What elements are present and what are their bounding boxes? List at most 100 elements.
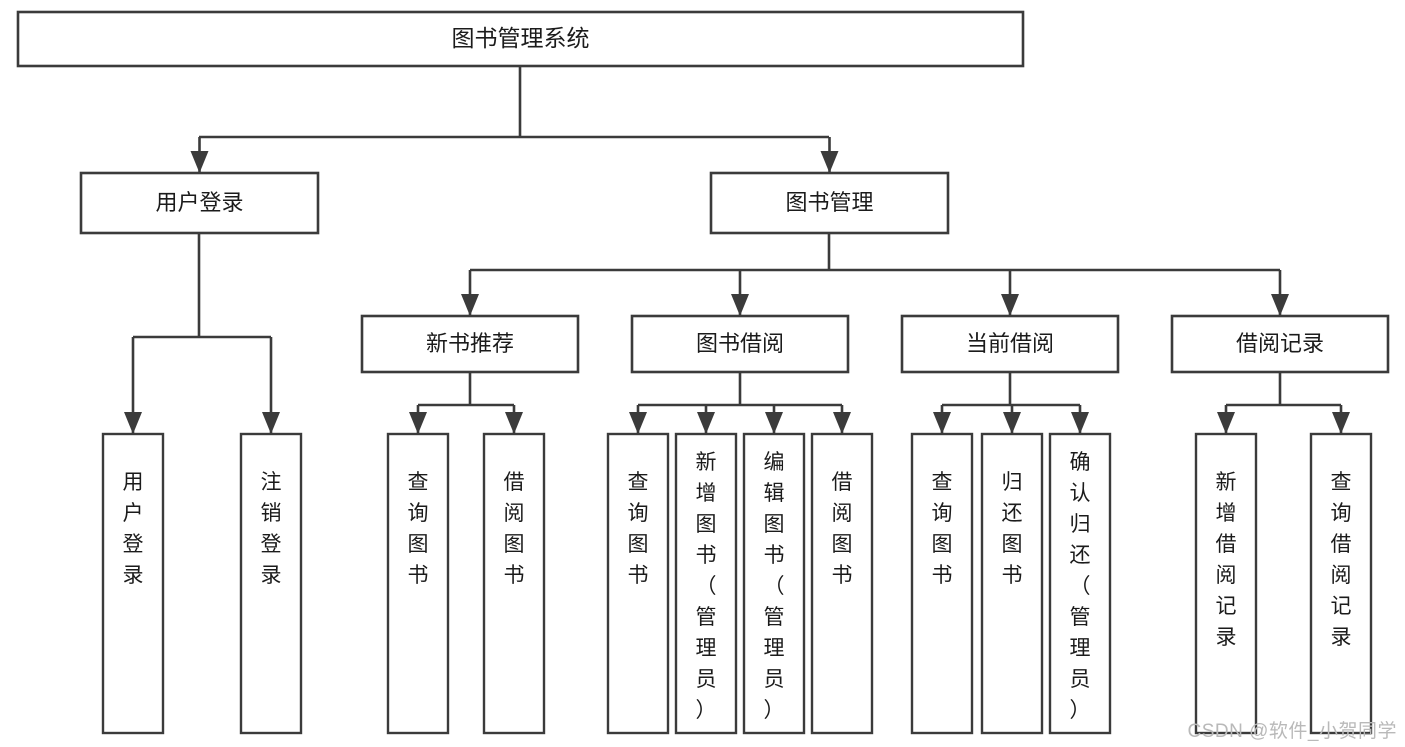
node-new-book-recommend: 新书推荐	[360, 314, 580, 374]
node-label-char: 书	[832, 564, 853, 587]
node-box-book-management[interactable]	[709, 171, 950, 235]
node-label-char: 记	[1331, 595, 1352, 618]
node-box-leaf-current-query-book[interactable]	[910, 432, 974, 735]
node-box-leaf-current-confirm-return[interactable]	[1048, 432, 1112, 735]
node-label-char: 录	[1331, 626, 1352, 649]
node-box-leaf-current-return-book[interactable]	[980, 432, 1044, 735]
node-label-book-borrow: 图书借阅	[696, 331, 784, 356]
node-label-char: （	[696, 575, 717, 598]
node-current-borrow: 当前借阅	[900, 314, 1120, 374]
connector-arrowhead	[1003, 412, 1021, 434]
node-label-new-book-recommend: 新书推荐	[426, 331, 514, 356]
node-box-user-login[interactable]	[79, 171, 320, 235]
node-leaf-user-login: 用户登录	[101, 432, 165, 735]
node-label-char: 询	[932, 502, 953, 525]
connector-arrowhead	[933, 412, 951, 434]
node-label-char: 理	[764, 637, 785, 660]
connector-arrowhead	[697, 412, 715, 434]
connector-arrowhead	[124, 412, 142, 434]
node-label-char: 询	[628, 502, 649, 525]
node-label-char: 登	[123, 533, 144, 556]
node-box-leaf-user-login[interactable]	[101, 432, 165, 735]
node-label-char: 归	[1070, 513, 1091, 536]
node-label-char: 书	[696, 544, 717, 567]
node-box-book-borrow[interactable]	[630, 314, 850, 374]
node-label-char: 图	[832, 533, 853, 556]
node-box-new-book-recommend[interactable]	[360, 314, 580, 374]
connector-arrowhead	[1332, 412, 1350, 434]
node-label-char: 书	[932, 564, 953, 587]
node-label-char: 管	[1070, 606, 1091, 629]
node-label-char: 图	[1002, 533, 1023, 556]
connector-arrowhead	[461, 294, 479, 316]
node-label-char: 用	[123, 471, 144, 494]
node-label-char: 新	[696, 451, 717, 474]
node-label-char: 图	[408, 533, 429, 556]
connector-arrowhead	[1217, 412, 1235, 434]
node-label-char: 理	[1070, 637, 1091, 660]
node-label-char: 增	[696, 482, 717, 505]
node-box-leaf-borrow-add-book[interactable]	[674, 432, 738, 735]
node-label-char: ）	[1070, 699, 1091, 722]
node-box-leaf-recommend-borrow-book[interactable]	[482, 432, 546, 735]
node-label-char: 图	[504, 533, 525, 556]
node-book-borrow: 图书借阅	[630, 314, 850, 374]
node-label-char: ）	[696, 699, 717, 722]
node-box-current-borrow[interactable]	[900, 314, 1120, 374]
node-label-char: 理	[696, 637, 717, 660]
connector-arrowhead	[820, 151, 839, 173]
node-label-char: 增	[1216, 502, 1237, 525]
connector-arrowhead	[409, 412, 427, 434]
node-box-root[interactable]	[16, 10, 1025, 68]
node-label-char: 注	[261, 471, 282, 494]
node-label-char: 书	[628, 564, 649, 587]
node-label-char: （	[1070, 575, 1091, 598]
node-label-char: 查	[1331, 471, 1352, 494]
node-box-leaf-recommend-query-book[interactable]	[386, 432, 450, 735]
node-box-leaf-borrow-borrow-book[interactable]	[810, 432, 874, 735]
node-label-char: 书	[1002, 564, 1023, 587]
node-box-leaf-borrow-edit-book[interactable]	[742, 432, 806, 735]
node-label-char: 录	[1216, 626, 1237, 649]
node-label-root: 图书管理系统	[452, 25, 590, 51]
node-label-char: 图	[764, 513, 785, 536]
node-label-char: 编	[764, 451, 785, 474]
node-label-char: 书	[764, 544, 785, 567]
node-book-management: 图书管理	[709, 171, 950, 235]
node-label-char: （	[764, 575, 785, 598]
connector-arrowhead	[190, 151, 209, 173]
connector-arrowhead	[262, 412, 280, 434]
node-box-leaf-record-add[interactable]	[1194, 432, 1258, 735]
node-label-char: 员	[764, 668, 785, 691]
connector-arrowhead	[505, 412, 523, 434]
node-label-char: 归	[1002, 471, 1023, 494]
node-label-char: 借	[504, 471, 525, 494]
node-label-char: 书	[408, 564, 429, 587]
node-box-borrow-record[interactable]	[1170, 314, 1390, 374]
node-label-char: 管	[696, 606, 717, 629]
connector-arrowhead	[731, 294, 749, 316]
node-label-char: 还	[1002, 502, 1023, 525]
node-label-char: 员	[696, 668, 717, 691]
node-label-current-borrow: 当前借阅	[966, 331, 1054, 356]
node-root: 图书管理系统	[16, 10, 1025, 68]
node-label-char: 管	[764, 606, 785, 629]
node-label-char: ）	[764, 699, 785, 722]
node-label-user-login: 用户登录	[155, 190, 243, 215]
node-label-char: 认	[1070, 482, 1091, 505]
node-label-char: 新	[1216, 471, 1237, 494]
connector-arrowhead	[765, 412, 783, 434]
node-label-char: 辑	[764, 482, 785, 505]
node-box-leaf-record-query[interactable]	[1309, 432, 1373, 735]
node-box-leaf-borrow-query-book[interactable]	[606, 432, 670, 735]
node-box-leaf-user-logout[interactable]	[239, 432, 303, 735]
